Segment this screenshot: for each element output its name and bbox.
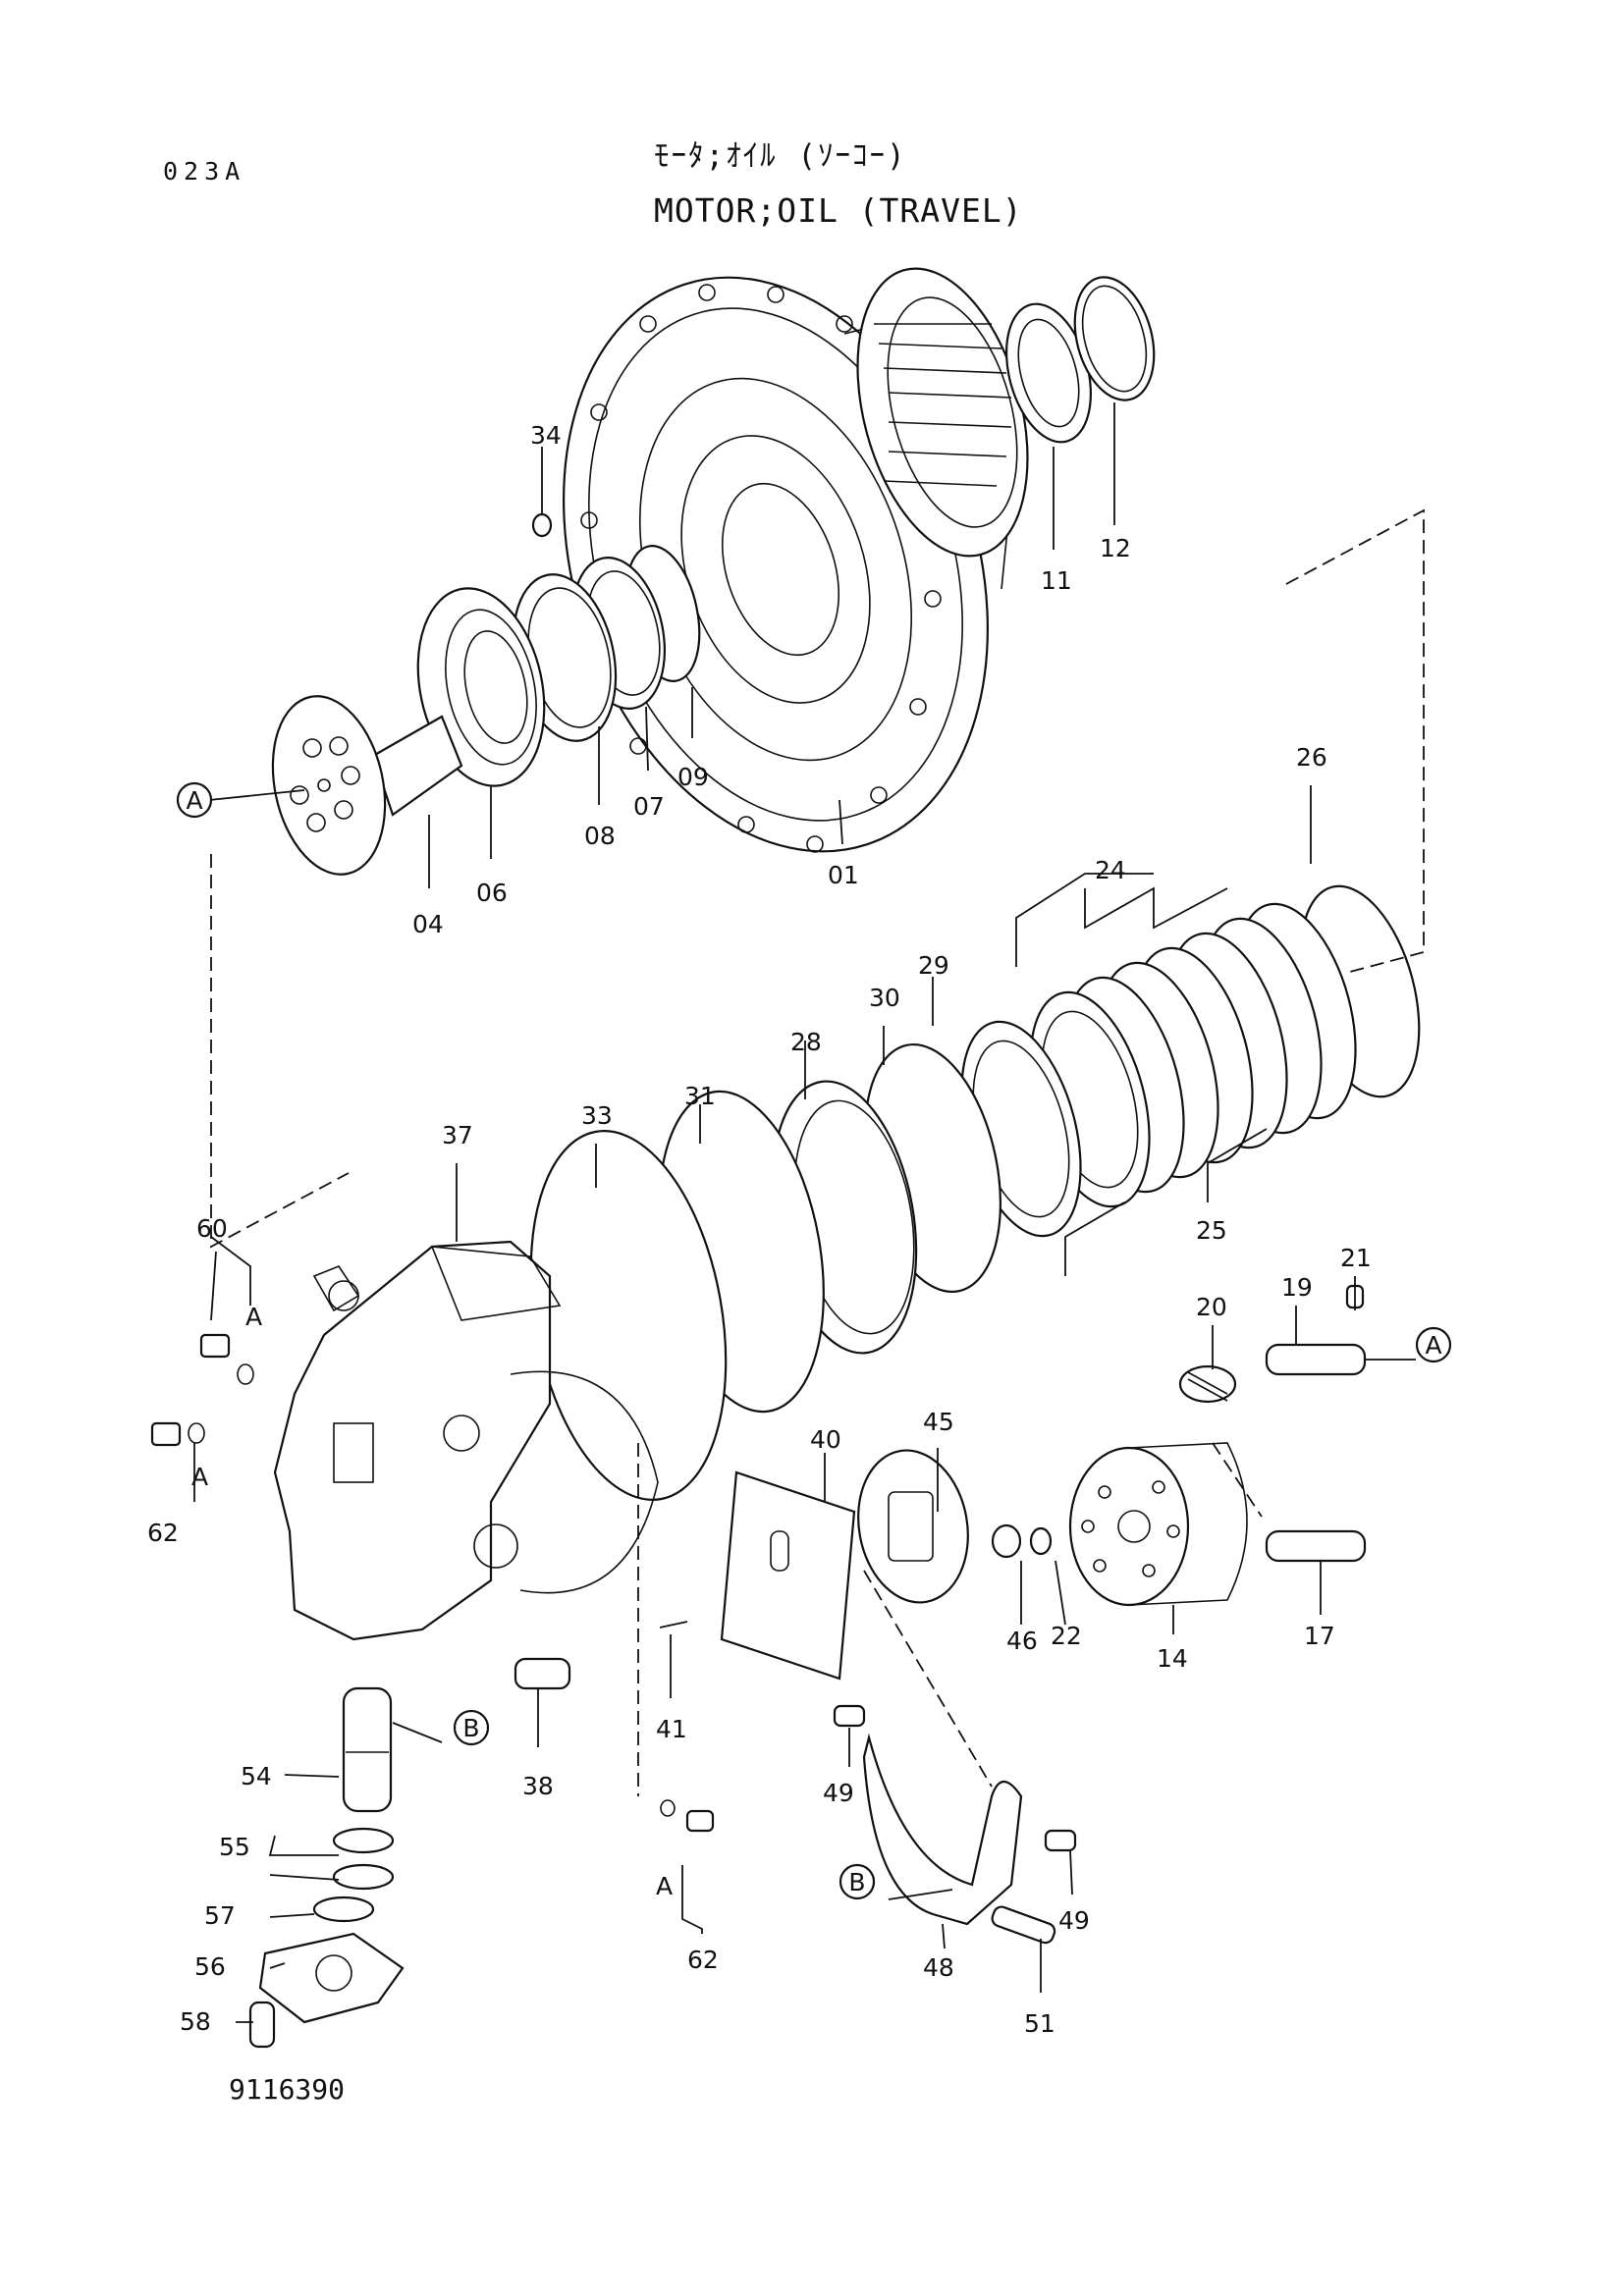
callout-41: 41 — [656, 1715, 687, 1743]
svg-text:B: B — [462, 1714, 479, 1742]
callout-31: 31 — [684, 1082, 716, 1110]
dashed-line-bracket — [1285, 508, 1425, 973]
callout-49-top: 49 — [823, 1779, 854, 1807]
ref-circle-a-left: A — [176, 781, 213, 819]
callout-07: 07 — [633, 792, 665, 821]
callout-55: 55 — [219, 1833, 250, 1861]
callout-26: 26 — [1296, 743, 1327, 772]
callout-49-right: 49 — [1058, 1906, 1090, 1935]
part-60-plug — [199, 1333, 254, 1385]
callout-33: 33 — [581, 1101, 613, 1130]
callout-38: 38 — [522, 1772, 554, 1800]
callout-01: 01 — [828, 861, 859, 889]
callout-60: 60 — [196, 1214, 228, 1243]
part-58-bolt — [248, 2001, 276, 2049]
callout-54: 54 — [241, 1762, 272, 1790]
part-34-o-ring — [531, 512, 553, 538]
ref-circle-b-48: B — [839, 1863, 876, 1900]
callout-11: 11 — [1041, 566, 1072, 595]
ref-circle-b-54: B — [453, 1709, 490, 1746]
callout-30: 30 — [869, 984, 900, 1012]
callout-28: 28 — [790, 1028, 822, 1056]
part-20-spring — [1178, 1364, 1237, 1404]
ring-gear — [856, 267, 1029, 558]
ref-label-a-62-lower: A — [656, 1872, 673, 1900]
part-55-washer-2 — [332, 1863, 395, 1891]
callout-57: 57 — [204, 1901, 236, 1930]
part-51-bolt — [991, 1905, 1056, 1945]
dashed-line-45 — [863, 1570, 993, 1788]
callout-34: 34 — [530, 421, 562, 450]
svg-text:A: A — [186, 786, 202, 815]
part-62-plug-left — [150, 1421, 205, 1447]
callout-51: 51 — [1024, 2009, 1055, 2038]
callout-45: 45 — [923, 1408, 954, 1436]
part-56-flange — [258, 1932, 405, 2024]
svg-text:A: A — [1425, 1331, 1441, 1360]
callout-56: 56 — [194, 1952, 226, 1981]
part-17-spring-shaft — [1265, 1529, 1367, 1563]
part-49-bolt-right — [1044, 1829, 1077, 1852]
callout-20: 20 — [1196, 1293, 1227, 1321]
title-japanese: ﾓｰﾀ;ｵｲﾙ (ｿｰｺｰ) — [654, 138, 907, 174]
part-38-bolt — [514, 1657, 571, 1690]
part-55-washer — [332, 1827, 395, 1854]
part-37-motor-housing — [273, 1240, 659, 1641]
page-code: 023A — [163, 157, 246, 186]
callout-62-lower: 62 — [687, 1946, 719, 1974]
callout-19: 19 — [1281, 1273, 1313, 1302]
callout-29: 29 — [918, 951, 949, 980]
callout-12: 12 — [1100, 534, 1131, 562]
part-46-ring — [991, 1523, 1022, 1559]
part-41-pin — [659, 1621, 688, 1629]
callout-08: 08 — [584, 822, 616, 850]
part-57-o-ring — [312, 1896, 375, 1923]
ref-label-a-60: A — [245, 1303, 262, 1331]
callout-14: 14 — [1157, 1644, 1188, 1673]
callout-40: 40 — [810, 1425, 841, 1454]
dashed-line-a — [210, 854, 350, 1249]
drawing-number: 9116390 — [229, 2073, 346, 2106]
part-45-plate — [857, 1449, 969, 1604]
part-40-valve-plate — [720, 1470, 856, 1681]
part-49-bolt-top — [833, 1704, 866, 1728]
callout-24: 24 — [1095, 856, 1126, 884]
title-english: MOTOR;OIL (TRAVEL) — [654, 191, 1023, 230]
part-54-shaft — [342, 1686, 393, 1813]
callout-06: 06 — [476, 879, 508, 907]
callout-62-left: 62 — [147, 1519, 179, 1547]
dashed-line-14 — [1212, 1442, 1263, 1518]
ref-circle-a-right: A — [1415, 1326, 1452, 1363]
callout-17: 17 — [1304, 1622, 1335, 1650]
callout-22: 22 — [1051, 1622, 1082, 1650]
ref-label-a-62: A — [191, 1463, 208, 1491]
callout-labels: 34 11 12 01 04 06 08 07 09 26 24 25 29 3… — [147, 421, 1372, 2038]
part-48-bracket — [862, 1733, 1023, 1926]
callout-46: 46 — [1006, 1627, 1038, 1655]
svg-text:B: B — [848, 1868, 865, 1896]
callout-21: 21 — [1340, 1244, 1372, 1272]
part-22-snap-ring — [1029, 1526, 1053, 1556]
part-19-shaft — [1265, 1343, 1367, 1376]
leader-lines — [193, 402, 1416, 2023]
part-12-snap-ring — [1073, 276, 1156, 401]
callout-37: 37 — [442, 1121, 473, 1149]
callout-25: 25 — [1196, 1216, 1227, 1245]
callout-09: 09 — [677, 763, 709, 791]
part-24-25-friction-plates — [1029, 902, 1357, 1208]
callout-48: 48 — [923, 1953, 954, 1982]
callout-58: 58 — [180, 2007, 211, 2036]
part-04-shaft-gear — [271, 695, 463, 876]
part-62-o-ring — [660, 1799, 676, 1817]
callout-04: 04 — [412, 910, 444, 938]
part-62-plug-lower — [685, 1809, 715, 1833]
part-14-cylinder-block — [1068, 1442, 1248, 1607]
